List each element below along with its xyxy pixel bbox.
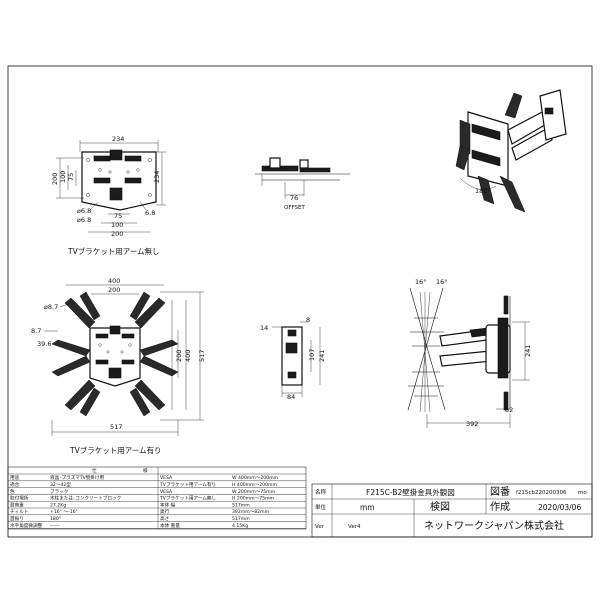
tilt-16-b: 16° [436,278,448,286]
dim-400-right: 400 [184,350,192,362]
sheet-border [7,65,593,538]
title-block: 名称 F215C-B2壁掛金具外観図 図番 f215cb220200306 mo… [311,483,593,538]
spec-cell-k2: 高さ [160,515,169,522]
dim-84: 84 [287,393,295,401]
spec-cell-v2: W 400mm〜200mm [232,475,279,481]
spec-cell-v: +16° 〜-16° [50,509,78,515]
spec-cell-k2: TVブラケット用アーム無し [159,495,216,502]
spec-cell-k: 適合 [10,481,20,488]
spec-cell-k: 色 [10,488,15,495]
unit-value: mm [360,503,375,512]
spec-cell-v: 32〜42型 [50,481,71,488]
spec-cell-v2: 392mm〜82mm [232,509,270,515]
made-label: 作成 [490,501,510,513]
company-name: ネットワークジャパン株式会社 [424,519,564,532]
dim-82: 82 [505,406,513,414]
made-date: 2020/03/06 [538,503,581,512]
dim-517-bottom: 517 [110,423,122,431]
side-arm-view: 16° 16° 241 82 392 [407,278,532,428]
spec-cell-v: 液晶･プラズマTV壁掛け用 [50,474,104,481]
spec-cell-v: 180° [50,516,61,522]
dim-75-bottom: 75 [114,212,122,220]
drawing-no: f215cb220200306 [516,490,567,496]
dim-200-right: 200 [175,350,183,362]
spec-cell-v2: H 200mm〜75mm [232,496,275,502]
spec-cell-k2: 本体 重量 [160,522,180,529]
unit-label: 単位 [315,503,327,511]
dim-39-6: 39.6 [37,340,51,348]
ver-label: Ver [315,524,325,530]
dim-241-plate: 241 [318,350,326,362]
dim-8: 8 [306,316,310,324]
hole-dia-b: ⌀6.8 [77,216,91,224]
dim-517-right: 517 [198,350,206,362]
front-view-no-arm: 234 200 100 75 234 ⌀6.8 ⌀6.8 6.8 [51,135,166,256]
spec-cell-k: 取付場所 [10,495,29,502]
hole-dia-8-7-a: ⌀8.7 [44,303,58,311]
hole-dia-c: 6.8 [145,209,155,217]
spec-table: 仕 様 用途 液晶･プラズマTV壁掛け用 VESA W 400mm〜200mm 適合 32… [7,466,307,530]
spec-head-item: 仕 [92,467,97,474]
iso-view: 180° [455,89,567,213]
spec-cell-k: チィルト [10,509,28,515]
front-view-with-arm: 400 200 400 200 517 [31,277,206,455]
spec-cell-v: 木柱または､コンクリートブロック [50,495,121,502]
dim-76: 76 [290,194,298,202]
rotation-deg: 180° [475,187,491,195]
spec-cell-k: 首振り [10,515,24,522]
wall-plate-view: 14 8 107 241 84 [260,316,326,401]
spec-cell-k2: VESA [160,489,173,495]
spec-cell-k2: 奥行 [160,508,170,515]
dim-234-top: 234 [112,135,124,143]
spec-head-val: 様 [143,467,148,474]
offset-label: OFFSET [284,205,306,211]
spec-cell-v2: 517mm [232,516,250,522]
hole-dia-8-7-b: 8.7 [31,327,41,335]
spec-cell-k2: VESA [160,475,173,481]
hole-dia-a: ⌀6.8 [77,207,91,215]
ver-value: Ver4 [348,524,361,530]
spec-cell-k: 水平角度微調整 [10,522,43,529]
drawing-no-label: 図番 [490,486,510,498]
dim-14: 14 [260,324,268,332]
side-view-top: 76 OFFSET [255,157,350,211]
dim-100-bottom: 100 [111,221,123,229]
dim-200-bottom: 200 [111,230,123,238]
dim-400-top: 400 [108,277,120,285]
caption-with-arm: TVブラケット用アーム有り [69,445,162,455]
spec-cell-k2: 本体 幅 [160,501,176,508]
spec-cell-v2: W 200mm〜75mm [232,489,276,495]
dim-200-left: 200 [51,173,59,185]
spec-cell-v2: H 400mm〜200mm [232,482,277,488]
dim-107: 107 [308,349,316,361]
dim-100-left: 100 [59,171,67,183]
drawing-no-mo: mo [578,490,587,496]
spec-cell-v: ブラック [50,488,68,495]
drawing-name: F215C-B2壁掛金具外観図 [366,487,455,497]
dim-392: 392 [466,420,478,428]
spec-cell-k: 耐荷重 [10,501,24,508]
spec-rows: 用途 液晶･プラズマTV壁掛け用 VESA W 400mm〜200mm 適合 32〜42型… [8,474,306,529]
dim-234-right: 234 [153,171,161,183]
spec-cell-v2: 4.15Kg [232,523,248,529]
dim-200-top-arm: 200 [108,286,120,294]
dim-75-left: 75 [67,173,75,181]
dim-241-side: 241 [524,345,532,357]
check-label: 検図 [430,500,450,513]
name-label: 名称 [315,488,327,496]
caption-no-arm: TVブラケット用アーム無し [67,246,160,256]
spec-cell-k: 用途 [10,474,20,481]
spec-cell-v: ------ [50,524,60,529]
spec-cell-v: 27.2Kg [50,502,66,508]
tilt-16-a: 16° [415,278,427,286]
spec-cell-v2: 517mm [232,502,250,508]
spec-cell-k2: TVブラケット用アーム有り [159,481,216,488]
